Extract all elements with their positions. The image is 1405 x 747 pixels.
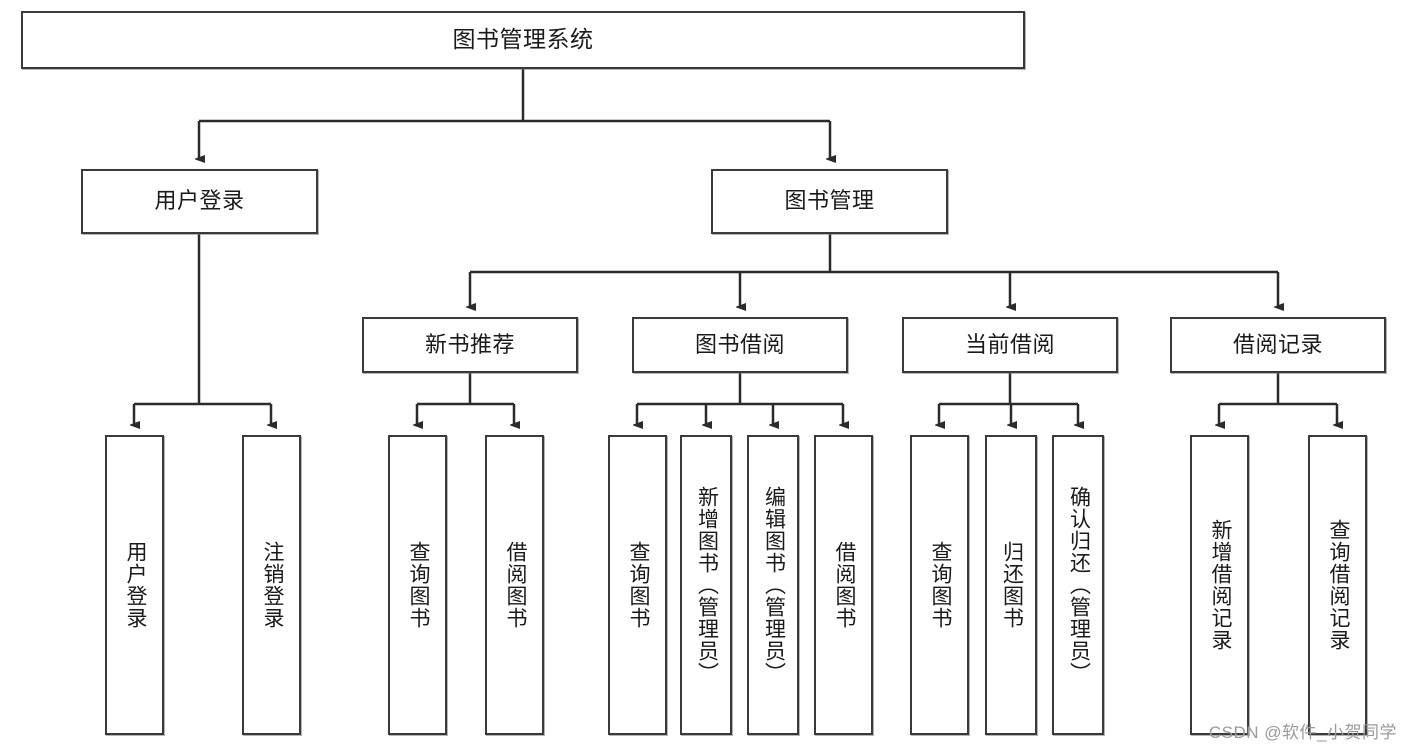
leaf-query-borrow-record[interactable]: 查询借阅记录	[1308, 435, 1367, 735]
node-label: 新增图书（管理员）	[695, 486, 719, 684]
watermark-text: CSDN @软件_小贺同学	[1208, 723, 1397, 742]
node-book-management[interactable]: 图书管理	[711, 169, 948, 234]
node-new-book-recommend[interactable]: 新书推荐	[362, 317, 578, 373]
node-label: 新书推荐	[424, 331, 515, 357]
node-root-system[interactable]: 图书管理系统	[21, 11, 1025, 69]
node-label: 借阅图书	[832, 541, 856, 629]
node-label: 用户登录	[123, 541, 147, 629]
node-label: 新增借阅记录	[1208, 519, 1232, 651]
leaf-query-book-current[interactable]: 查询图书	[910, 435, 969, 735]
node-label: 注销登录	[260, 541, 284, 629]
node-label: 查询图书	[406, 541, 430, 629]
leaf-borrow-book-recommend[interactable]: 借阅图书	[485, 435, 544, 735]
node-label: 图书借阅	[694, 331, 785, 357]
leaf-query-book-borrow[interactable]: 查询图书	[608, 435, 667, 735]
node-label: 当前借阅	[964, 331, 1055, 357]
node-label: 查询图书	[928, 541, 952, 629]
node-label: 用户登录	[154, 188, 245, 214]
leaf-add-book-admin[interactable]: 新增图书（管理员）	[680, 435, 732, 735]
node-label: 查询借阅记录	[1326, 519, 1350, 651]
node-user-login[interactable]: 用户登录	[81, 169, 318, 234]
node-book-borrow[interactable]: 图书借阅	[632, 317, 848, 373]
node-label: 编辑图书（管理员）	[762, 486, 786, 684]
node-label: 借阅记录	[1232, 331, 1323, 357]
node-label: 确认归还（管理员）	[1067, 486, 1091, 684]
node-label: 图书管理	[784, 188, 875, 214]
node-current-borrow[interactable]: 当前借阅	[902, 317, 1118, 373]
node-label: 图书管理系统	[452, 26, 594, 53]
leaf-add-borrow-record[interactable]: 新增借阅记录	[1190, 435, 1249, 735]
leaf-logout[interactable]: 注销登录	[242, 435, 301, 735]
leaf-borrow-book[interactable]: 借阅图书	[814, 435, 873, 735]
node-label: 归还图书	[1000, 541, 1024, 629]
leaf-query-book-recommend[interactable]: 查询图书	[388, 435, 447, 735]
leaf-user-login[interactable]: 用户登录	[105, 435, 164, 735]
node-borrow-record[interactable]: 借阅记录	[1170, 317, 1386, 373]
leaf-return-book[interactable]: 归还图书	[985, 435, 1037, 735]
leaf-edit-book-admin[interactable]: 编辑图书（管理员）	[747, 435, 799, 735]
node-label: 借阅图书	[503, 541, 527, 629]
node-label: 查询图书	[626, 541, 650, 629]
leaf-confirm-return-admin[interactable]: 确认归还（管理员）	[1052, 435, 1104, 735]
